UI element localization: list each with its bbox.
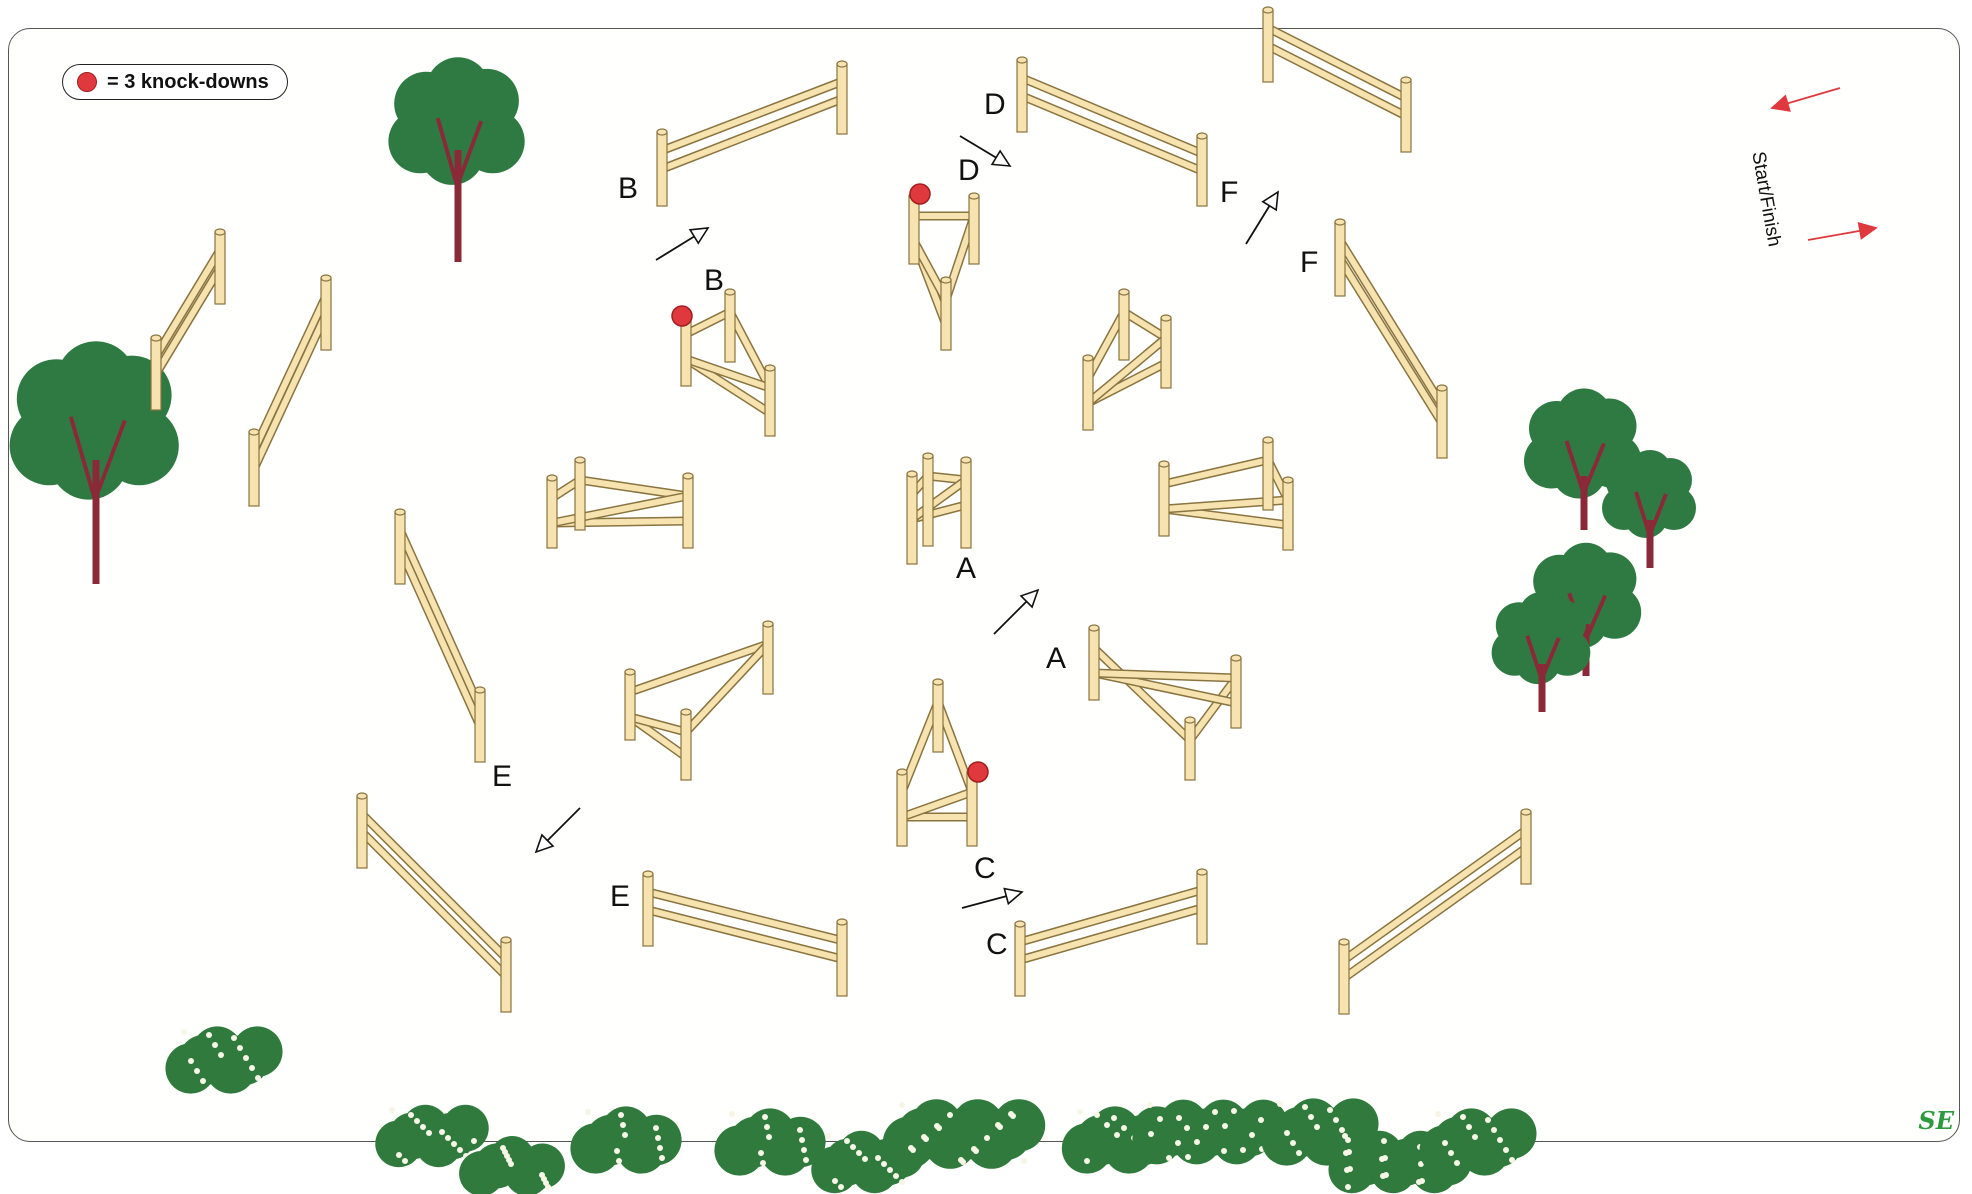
route-arrow bbox=[656, 228, 708, 260]
tree-right-4 bbox=[1492, 592, 1591, 712]
flower-bush bbox=[883, 1099, 1045, 1169]
fence-label-b: B bbox=[704, 264, 724, 297]
fence-ne-inner bbox=[1083, 289, 1171, 430]
fence-sw-inner bbox=[625, 621, 773, 780]
flower-bush bbox=[570, 1106, 681, 1173]
route-arrow bbox=[994, 590, 1038, 634]
route-arrow bbox=[962, 889, 1022, 908]
flower-bush bbox=[165, 1026, 282, 1093]
flower-bush bbox=[714, 1108, 825, 1175]
knockdown-marker-icon bbox=[77, 72, 97, 92]
fence-label-e: E bbox=[610, 880, 630, 913]
signature: SE bbox=[1918, 1106, 1954, 1135]
fence-label-a: A bbox=[956, 552, 976, 585]
vertical-e-bottom bbox=[643, 871, 847, 996]
tree-right-2 bbox=[1602, 450, 1696, 568]
start-arrow bbox=[1772, 88, 1840, 111]
flower-bush bbox=[1419, 1108, 1536, 1175]
tree-top-left bbox=[388, 57, 524, 262]
route-arrow bbox=[536, 808, 580, 852]
legend-text: = 3 knock-downs bbox=[107, 71, 269, 94]
vertical-f-outer bbox=[1335, 219, 1447, 458]
vertical-c-bottom bbox=[1015, 869, 1207, 996]
fence-label-c: C bbox=[986, 928, 1008, 961]
fence-b-inner bbox=[681, 289, 775, 436]
fence-c-inner bbox=[897, 679, 977, 846]
fence-label-e: E bbox=[492, 760, 512, 793]
fence-w-inner bbox=[547, 457, 693, 548]
fence-label-c: C bbox=[974, 852, 996, 885]
fence-label-f: F bbox=[1300, 246, 1318, 279]
fence-label-b: B bbox=[618, 172, 638, 205]
fence-a-inner bbox=[1089, 625, 1241, 780]
vertical-d-outer bbox=[1017, 57, 1207, 206]
fence-label-a: A bbox=[1046, 642, 1066, 675]
vertical-b-outer bbox=[657, 61, 847, 206]
vertical-e-lower bbox=[357, 793, 511, 1012]
knockdown-marker bbox=[910, 184, 930, 204]
route-arrow bbox=[1246, 192, 1278, 244]
vertical-far-top bbox=[1263, 7, 1411, 152]
finish-arrow bbox=[1808, 223, 1876, 240]
fence-label-d: D bbox=[984, 88, 1006, 121]
vertical-e-upper bbox=[395, 509, 485, 762]
fence-e-inner bbox=[1159, 437, 1293, 550]
vertical-left-2 bbox=[249, 275, 331, 506]
fence-label-f: F bbox=[1220, 176, 1238, 209]
knockdown-marker bbox=[968, 762, 988, 782]
knockdown-marker bbox=[672, 306, 692, 326]
legend: = 3 knock-downs bbox=[62, 64, 288, 100]
fence-d-inner bbox=[909, 193, 979, 350]
fence-a-center bbox=[907, 453, 971, 564]
fence-label-d: D bbox=[958, 154, 980, 187]
vertical-far-bottom bbox=[1339, 809, 1531, 1014]
